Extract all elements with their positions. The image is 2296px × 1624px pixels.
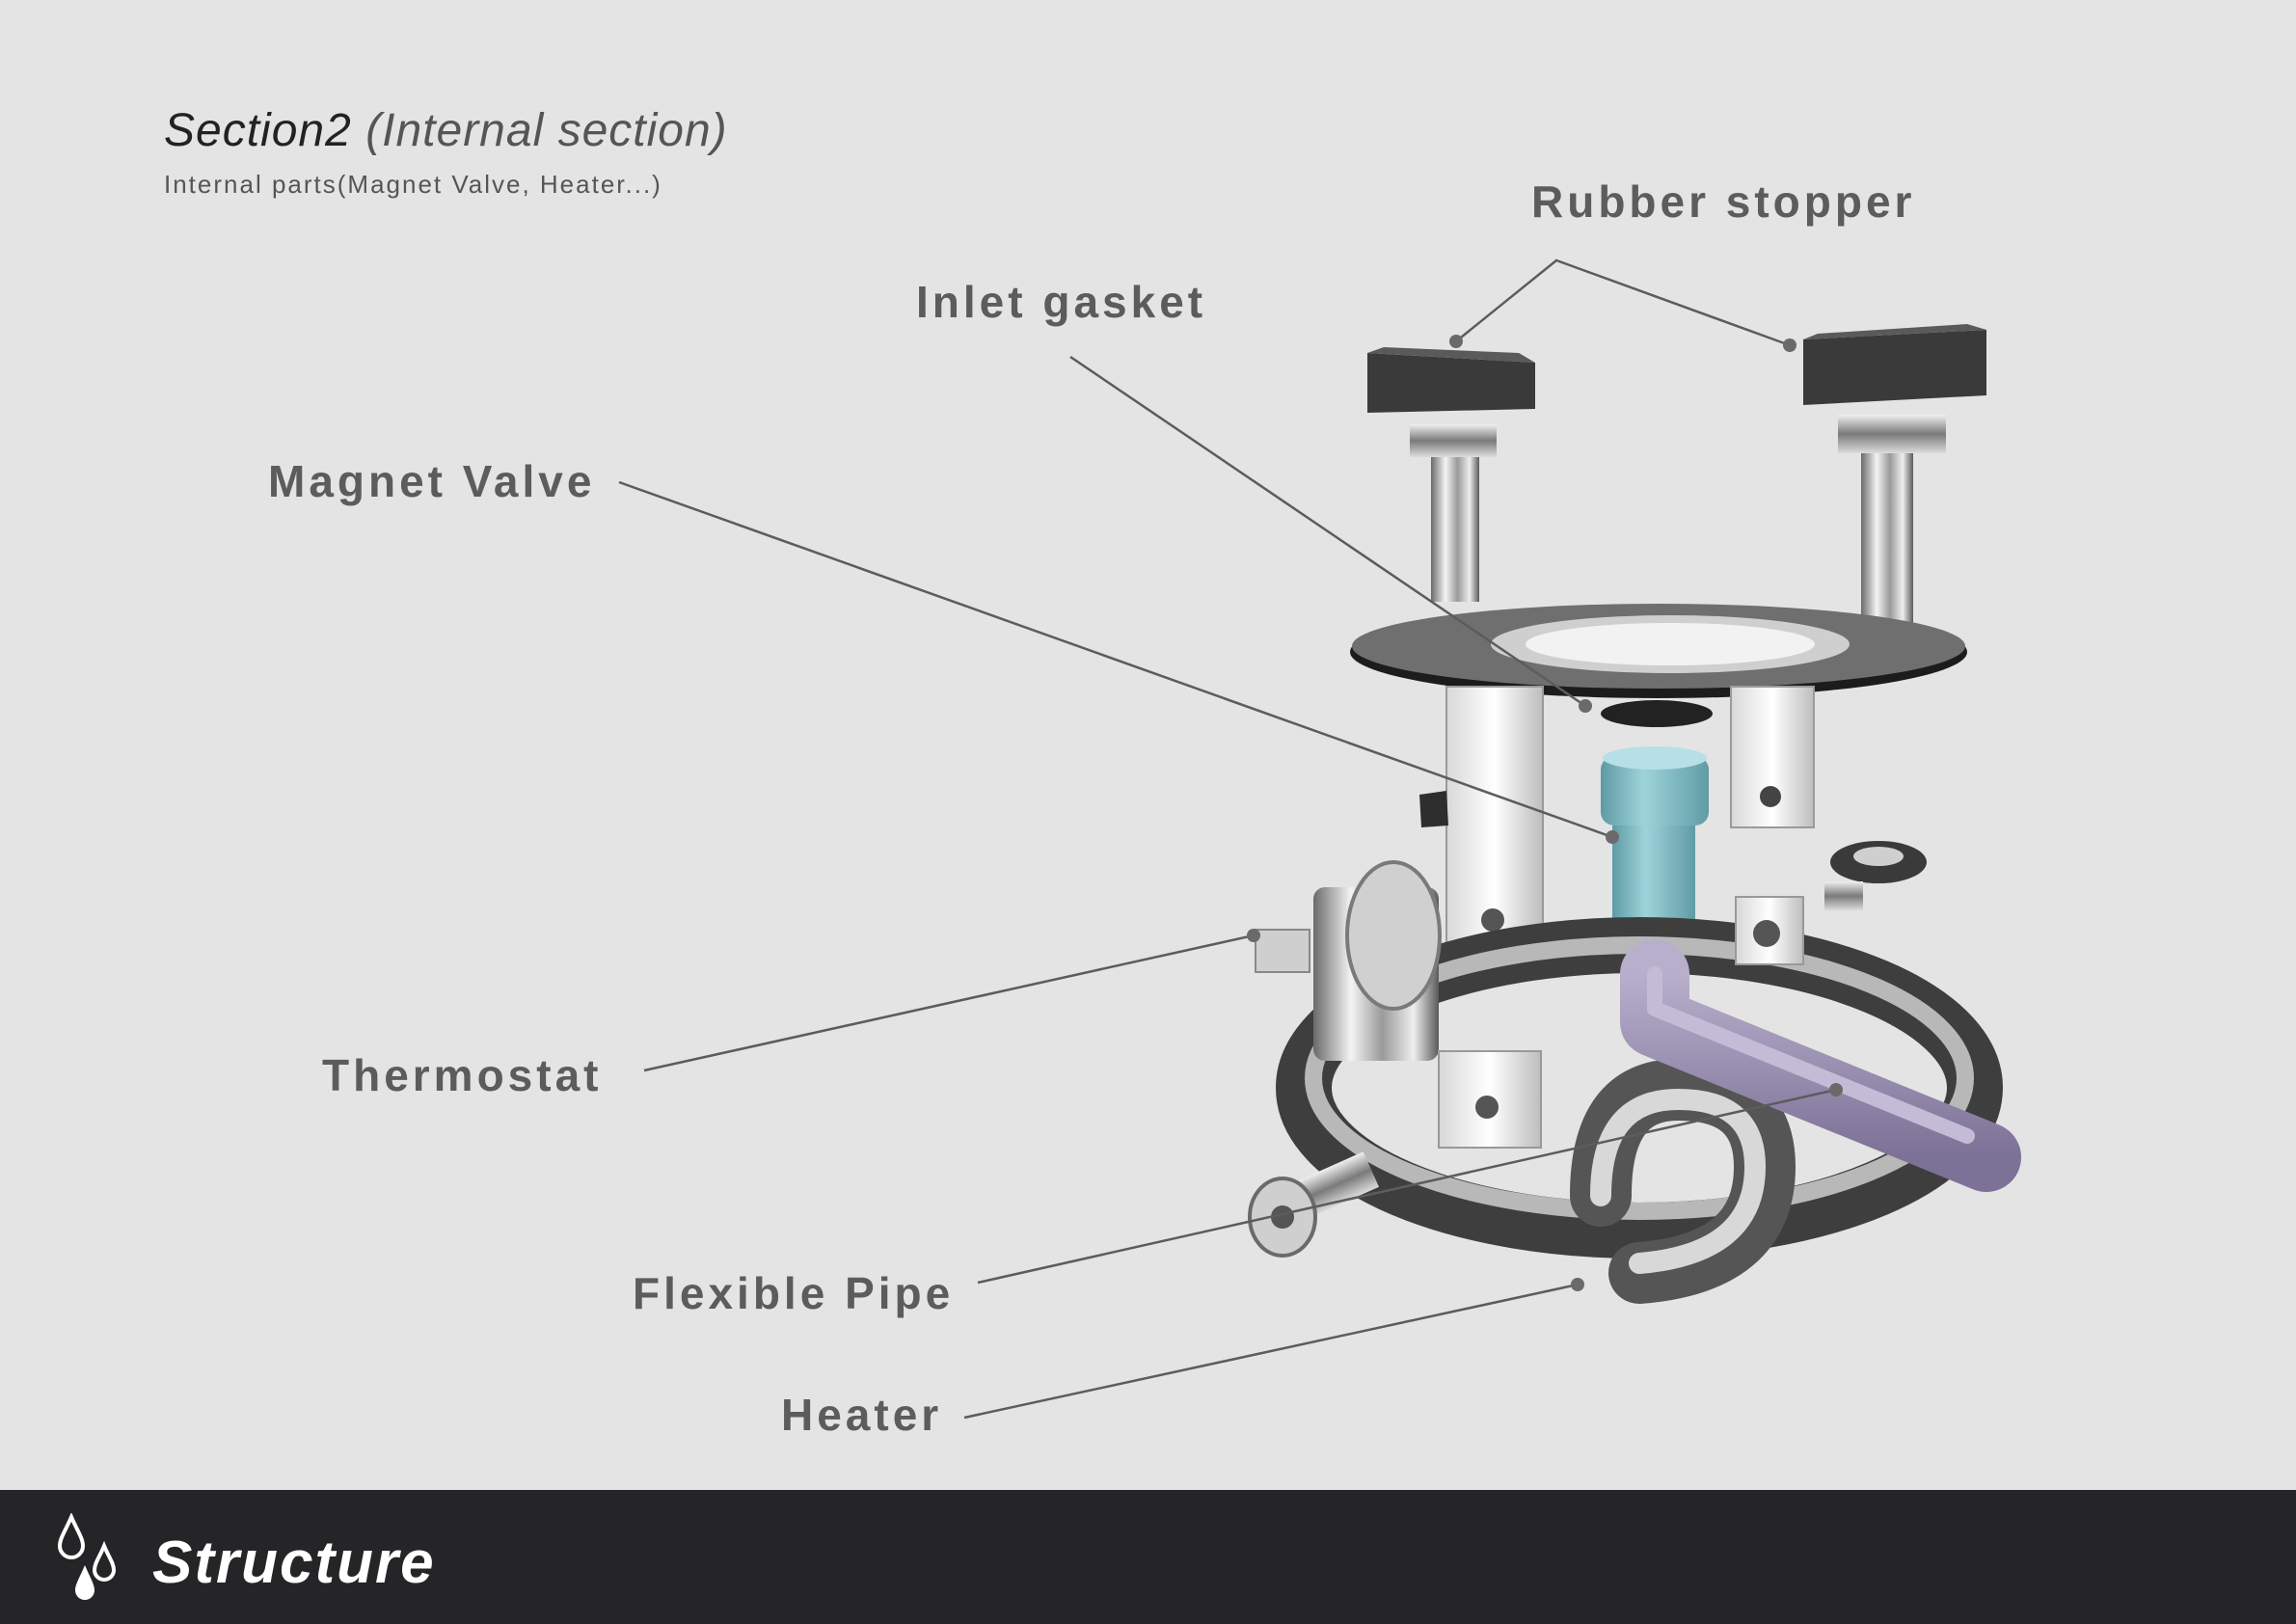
section-subtitle: Internal parts(Magnet Valve, Heater...) — [164, 170, 662, 199]
leader-inlet-gasket — [1069, 355, 1586, 708]
leader-rubber-stopper — [1455, 258, 1791, 347]
rubber-stopper-left — [1367, 347, 1535, 602]
bolt-part — [1248, 1151, 1379, 1258]
leader-lines — [618, 258, 1837, 1420]
flexible-pipe-part — [1620, 939, 2021, 1192]
mounting-plate — [1350, 604, 1967, 698]
label-magnet-valve: Magnet Valve — [268, 456, 596, 506]
section-title: Section2 (Internal section) — [164, 104, 728, 157]
label-thermostat: Thermostat — [322, 1050, 603, 1100]
leader-magnet-valve — [618, 480, 1613, 839]
thermostat-part — [1255, 860, 1804, 1149]
section-title-main: Section2 — [164, 105, 352, 156]
nut-right — [1824, 841, 1927, 910]
leader-thermostat — [643, 934, 1255, 1072]
exploded-assembly-illustration — [618, 258, 2021, 1420]
leader-endpoints — [1247, 335, 1843, 1291]
label-flexible-pipe: Flexible Pipe — [633, 1268, 955, 1318]
section-title-sub: (Internal section) — [365, 105, 728, 156]
label-rubber-stopper: Rubber stopper — [1531, 176, 1916, 227]
leader-heater — [963, 1283, 1579, 1420]
label-inlet-gasket: Inlet gasket — [916, 277, 1207, 327]
inlet-gasket-part — [1601, 700, 1713, 727]
label-heater: Heater — [781, 1390, 943, 1440]
footer-bar: Structure — [0, 1490, 2296, 1624]
leader-flexible-pipe — [977, 1088, 1837, 1285]
rubber-stopper-right — [1803, 324, 1986, 625]
footer-title: Structure — [152, 1529, 436, 1596]
nut-left — [1419, 791, 1448, 827]
water-drops-icon — [57, 1513, 117, 1600]
